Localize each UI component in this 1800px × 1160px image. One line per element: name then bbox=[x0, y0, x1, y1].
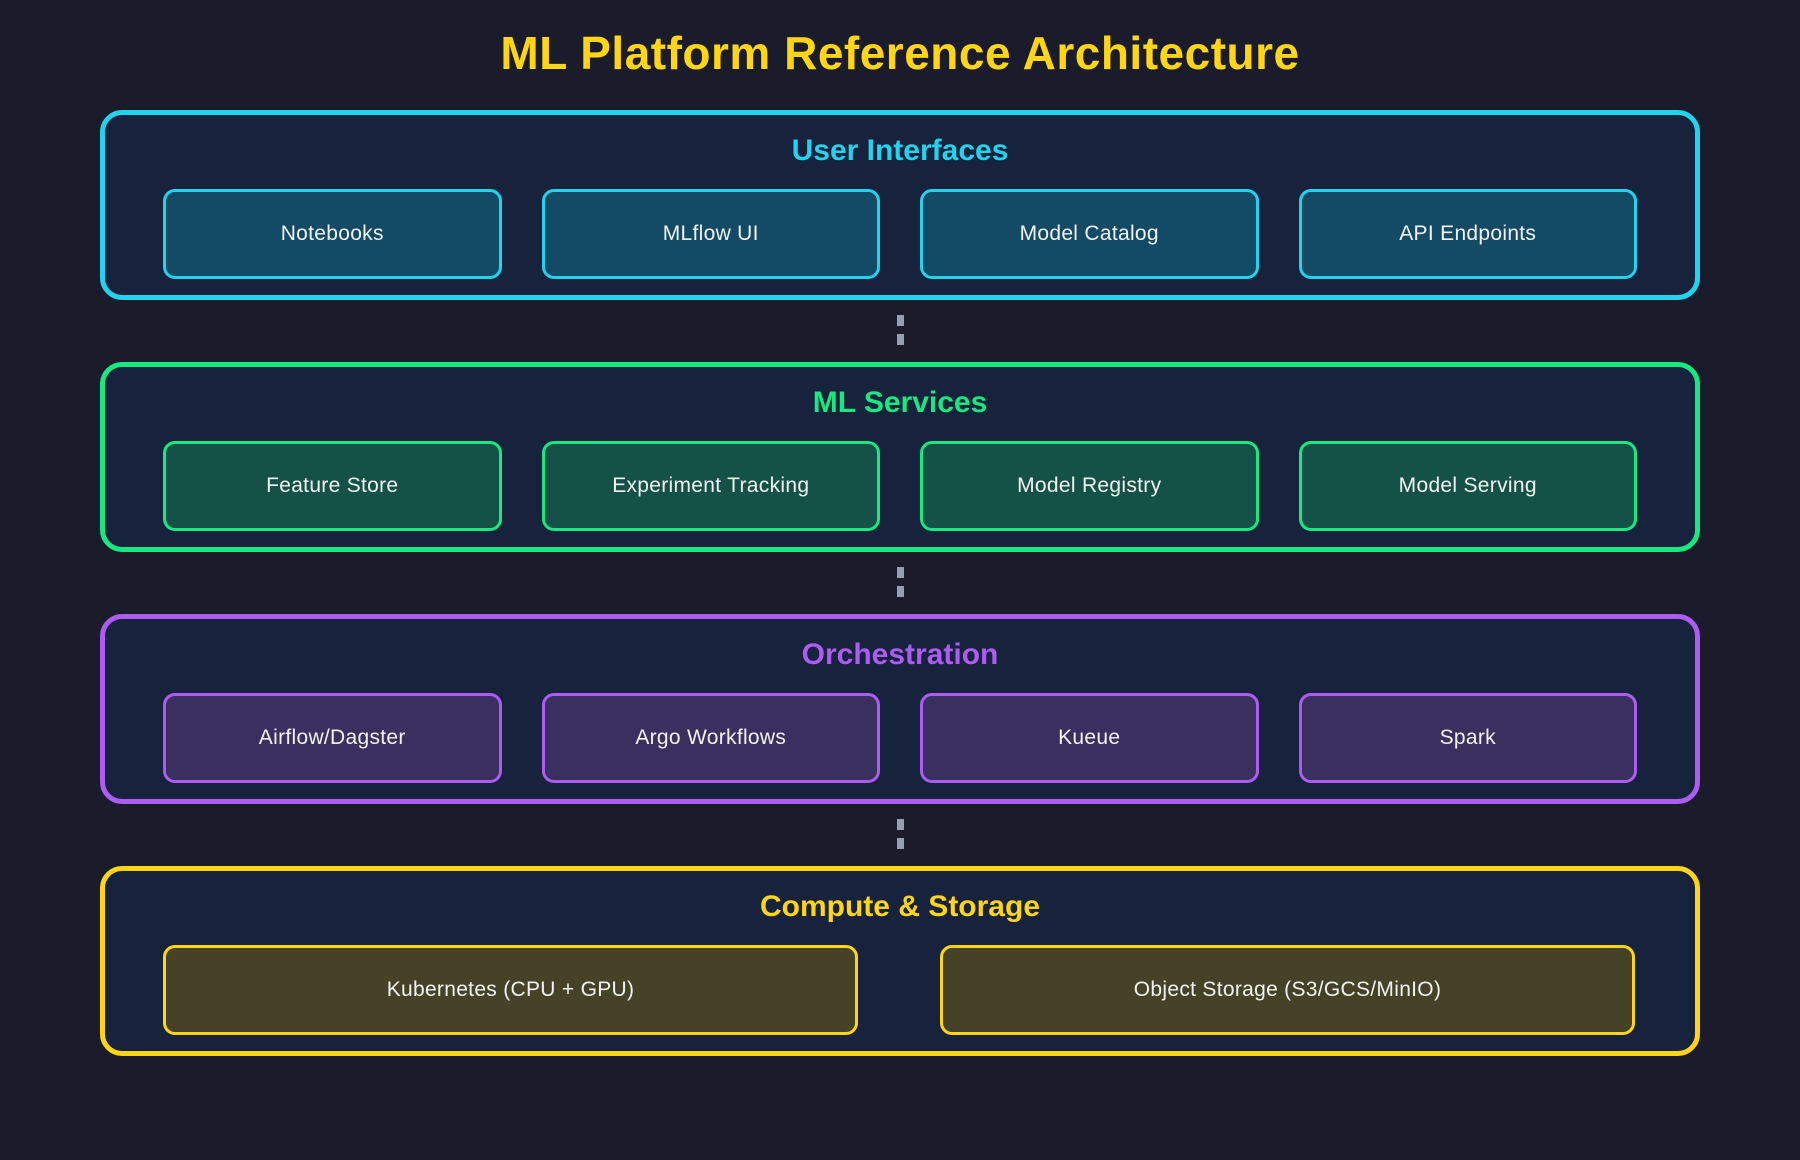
dashed-line-icon bbox=[896, 819, 904, 851]
box-spark: Spark bbox=[1298, 693, 1637, 783]
layer-user-interfaces-title: User Interfaces bbox=[791, 134, 1009, 167]
box-object-storage: Object Storage (S3/GCS/MinIO) bbox=[940, 945, 1635, 1035]
box-model-registry: Model Registry bbox=[920, 441, 1259, 531]
box-mlflow-ui: MLflow UI bbox=[541, 189, 880, 279]
box-notebooks: Notebooks bbox=[163, 189, 502, 279]
layer-user-interfaces-items: Notebooks MLflow UI Model Catalog API En… bbox=[105, 189, 1695, 279]
layer-orchestration-items: Airflow/Dagster Argo Workflows Kueue Spa… bbox=[105, 693, 1695, 783]
box-kueue: Kueue bbox=[920, 693, 1259, 783]
box-airflow-dagster: Airflow/Dagster bbox=[163, 693, 502, 783]
box-feature-store: Feature Store bbox=[163, 441, 502, 531]
box-argo-workflows: Argo Workflows bbox=[541, 693, 880, 783]
layer-ml-services-items: Feature Store Experiment Tracking Model … bbox=[105, 441, 1695, 531]
box-kubernetes: Kubernetes (CPU + GPU) bbox=[163, 945, 858, 1035]
box-api-endpoints: API Endpoints bbox=[1298, 189, 1637, 279]
layer-compute-storage: Compute & Storage Kubernetes (CPU + GPU)… bbox=[100, 866, 1700, 1056]
layer-orchestration: Orchestration Airflow/Dagster Argo Workf… bbox=[100, 614, 1700, 804]
connector-orchestration-to-compute bbox=[0, 804, 1800, 866]
layer-ml-services-title: ML Services bbox=[812, 386, 988, 419]
dashed-line-icon bbox=[896, 315, 904, 347]
layer-orchestration-title: Orchestration bbox=[801, 638, 999, 671]
box-model-serving: Model Serving bbox=[1298, 441, 1637, 531]
layer-compute-storage-title: Compute & Storage bbox=[759, 890, 1041, 923]
box-model-catalog: Model Catalog bbox=[920, 189, 1259, 279]
page-title: ML Platform Reference Architecture bbox=[500, 27, 1300, 79]
layer-compute-storage-items: Kubernetes (CPU + GPU) Object Storage (S… bbox=[105, 945, 1695, 1035]
layer-user-interfaces: User Interfaces Notebooks MLflow UI Mode… bbox=[100, 110, 1700, 300]
box-experiment-tracking: Experiment Tracking bbox=[541, 441, 880, 531]
dashed-line-icon bbox=[896, 567, 904, 599]
layer-ml-services: ML Services Feature Store Experiment Tra… bbox=[100, 362, 1700, 552]
connector-ui-to-services bbox=[0, 300, 1800, 362]
connector-services-to-orchestration bbox=[0, 552, 1800, 614]
